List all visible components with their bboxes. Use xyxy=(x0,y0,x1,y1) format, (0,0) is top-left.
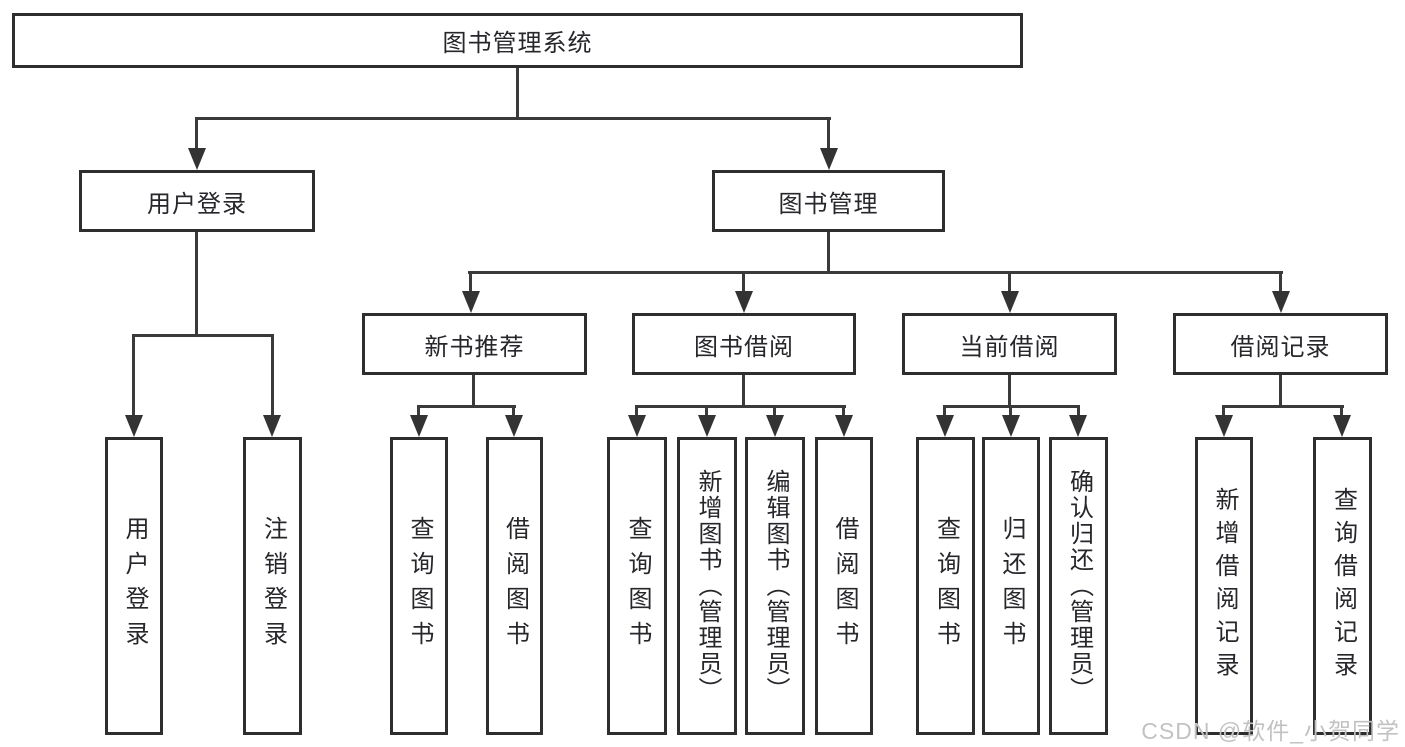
arrowhead-bb-leaf4 xyxy=(835,415,853,437)
node-new-books-label: 新书推荐 xyxy=(424,333,525,361)
arrowhead-br-leaf1 xyxy=(1215,415,1233,437)
connector-drop-bb-leaf2 xyxy=(705,405,708,418)
node-book-borrow-label: 图书借阅 xyxy=(694,333,794,361)
arrowhead-current xyxy=(1001,291,1019,313)
arrowhead-login-leaf1 xyxy=(125,415,143,437)
connector-drop-cb-leaf2 xyxy=(1009,405,1012,418)
leaf-bb-edit-books-admin-label: 编辑图书（管理员） xyxy=(762,469,789,703)
leaf-nb-query-books: 查询图书 xyxy=(390,437,448,735)
arrowhead-bb-leaf2 xyxy=(698,415,716,437)
leaf-cb-query-books-label: 查询图书 xyxy=(932,516,960,656)
leaf-bb-borrow-books: 借阅图书 xyxy=(815,437,873,735)
connector-records-stem xyxy=(1279,375,1282,408)
arrowhead-cb-leaf1 xyxy=(936,415,954,437)
arrowhead-cb-leaf3 xyxy=(1069,415,1087,437)
connector-borrow-rail xyxy=(635,405,846,408)
leaf-cb-return-books-label: 归还图书 xyxy=(998,516,1025,656)
connector-records-rail xyxy=(1222,405,1344,408)
node-user-login: 用户登录 xyxy=(79,170,315,232)
arrowhead-nb-leaf2 xyxy=(505,415,523,437)
connector-drop-login-leaf2 xyxy=(271,334,274,417)
arrowhead-records xyxy=(1272,291,1290,313)
leaf-br-add-record: 新增借阅记录 xyxy=(1195,437,1253,735)
connector-drop-login xyxy=(195,117,198,150)
leaf-br-query-record: 查询借阅记录 xyxy=(1313,437,1372,735)
leaf-bb-add-books-admin: 新增图书（管理员） xyxy=(677,437,737,735)
connector-mgmt-stem xyxy=(827,232,830,274)
connector-login-rail xyxy=(132,334,274,337)
csdn-watermark: CSDN @软件_小贺同学 xyxy=(1141,718,1400,744)
connector-current-stem xyxy=(1008,375,1011,408)
connector-login-stem xyxy=(195,232,198,337)
arrowhead-login xyxy=(188,148,206,170)
arrowhead-borrow xyxy=(735,291,753,313)
connector-drop-bb-leaf1 xyxy=(635,405,638,418)
connector-root-rail xyxy=(195,117,831,120)
connector-drop-login-leaf1 xyxy=(132,334,135,417)
leaf-cb-confirm-return-admin-label: 确认归还（管理员） xyxy=(1065,469,1093,703)
leaf-logout: 注销登录 xyxy=(243,437,302,735)
connector-drop-nb-leaf1 xyxy=(417,405,420,418)
connector-drop-bb-leaf3 xyxy=(773,405,776,418)
node-book-management-label: 图书管理 xyxy=(778,190,879,218)
connector-drop-newbooks xyxy=(469,271,472,293)
node-user-login-label: 用户登录 xyxy=(147,190,247,218)
node-book-management: 图书管理 xyxy=(712,170,945,232)
connector-mgmt-rail xyxy=(468,271,1283,274)
leaf-nb-borrow-books-label: 借阅图书 xyxy=(501,516,529,656)
connector-drop-mgmt xyxy=(827,117,830,150)
connector-newbooks-rail xyxy=(417,405,516,408)
node-new-books: 新书推荐 xyxy=(362,313,587,375)
arrowhead-br-leaf2 xyxy=(1333,415,1351,437)
connector-drop-borrow xyxy=(742,271,745,293)
node-root: 图书管理系统 xyxy=(12,13,1023,68)
leaf-cb-return-books: 归还图书 xyxy=(982,437,1040,735)
connector-drop-records xyxy=(1279,271,1282,293)
node-current-borrow: 当前借阅 xyxy=(902,313,1117,375)
connector-drop-cb-leaf3 xyxy=(1077,405,1080,418)
leaf-bb-query-books: 查询图书 xyxy=(607,437,667,735)
node-root-label: 图书管理系统 xyxy=(442,30,593,57)
connector-drop-cb-leaf1 xyxy=(943,405,946,418)
leaf-bb-borrow-books-label: 借阅图书 xyxy=(831,516,858,656)
connector-borrow-stem xyxy=(742,375,745,408)
leaf-user-login-label: 用户登录 xyxy=(121,516,148,656)
arrowhead-login-leaf2 xyxy=(263,415,281,437)
node-borrow-records: 借阅记录 xyxy=(1173,313,1388,375)
leaf-bb-query-books-label: 查询图书 xyxy=(624,516,651,656)
connector-drop-current xyxy=(1008,271,1011,293)
node-borrow-records-label: 借阅记录 xyxy=(1230,333,1331,361)
connector-drop-nb-leaf2 xyxy=(512,405,515,418)
arrowhead-cb-leaf2 xyxy=(1002,415,1020,437)
leaf-logout-label: 注销登录 xyxy=(259,516,287,656)
arrowhead-bb-leaf1 xyxy=(628,415,646,437)
arrowhead-bb-leaf3 xyxy=(766,415,784,437)
leaf-cb-query-books: 查询图书 xyxy=(916,437,975,735)
connector-root-stem xyxy=(516,68,519,120)
leaf-bb-add-books-admin-label: 新增图书（管理员） xyxy=(694,469,721,703)
arrowhead-mgmt xyxy=(820,148,838,170)
leaf-bb-edit-books-admin: 编辑图书（管理员） xyxy=(745,437,805,735)
arrowhead-newbooks xyxy=(462,291,480,313)
connector-newbooks-stem xyxy=(472,375,475,408)
connector-drop-br-leaf2 xyxy=(1340,405,1343,418)
connector-drop-br-leaf1 xyxy=(1222,405,1225,418)
leaf-br-query-record-label: 查询借阅记录 xyxy=(1329,487,1357,685)
node-book-borrow: 图书借阅 xyxy=(632,313,856,375)
leaf-nb-borrow-books: 借阅图书 xyxy=(486,437,543,735)
arrowhead-nb-leaf1 xyxy=(410,415,428,437)
leaf-br-add-record-label: 新增借阅记录 xyxy=(1211,487,1238,685)
leaf-nb-query-books-label: 查询图书 xyxy=(406,516,433,656)
leaf-user-login: 用户登录 xyxy=(105,437,163,735)
leaf-cb-confirm-return-admin: 确认归还（管理员） xyxy=(1049,437,1108,735)
connector-drop-bb-leaf4 xyxy=(842,405,845,418)
node-current-borrow-label: 当前借阅 xyxy=(959,333,1060,361)
